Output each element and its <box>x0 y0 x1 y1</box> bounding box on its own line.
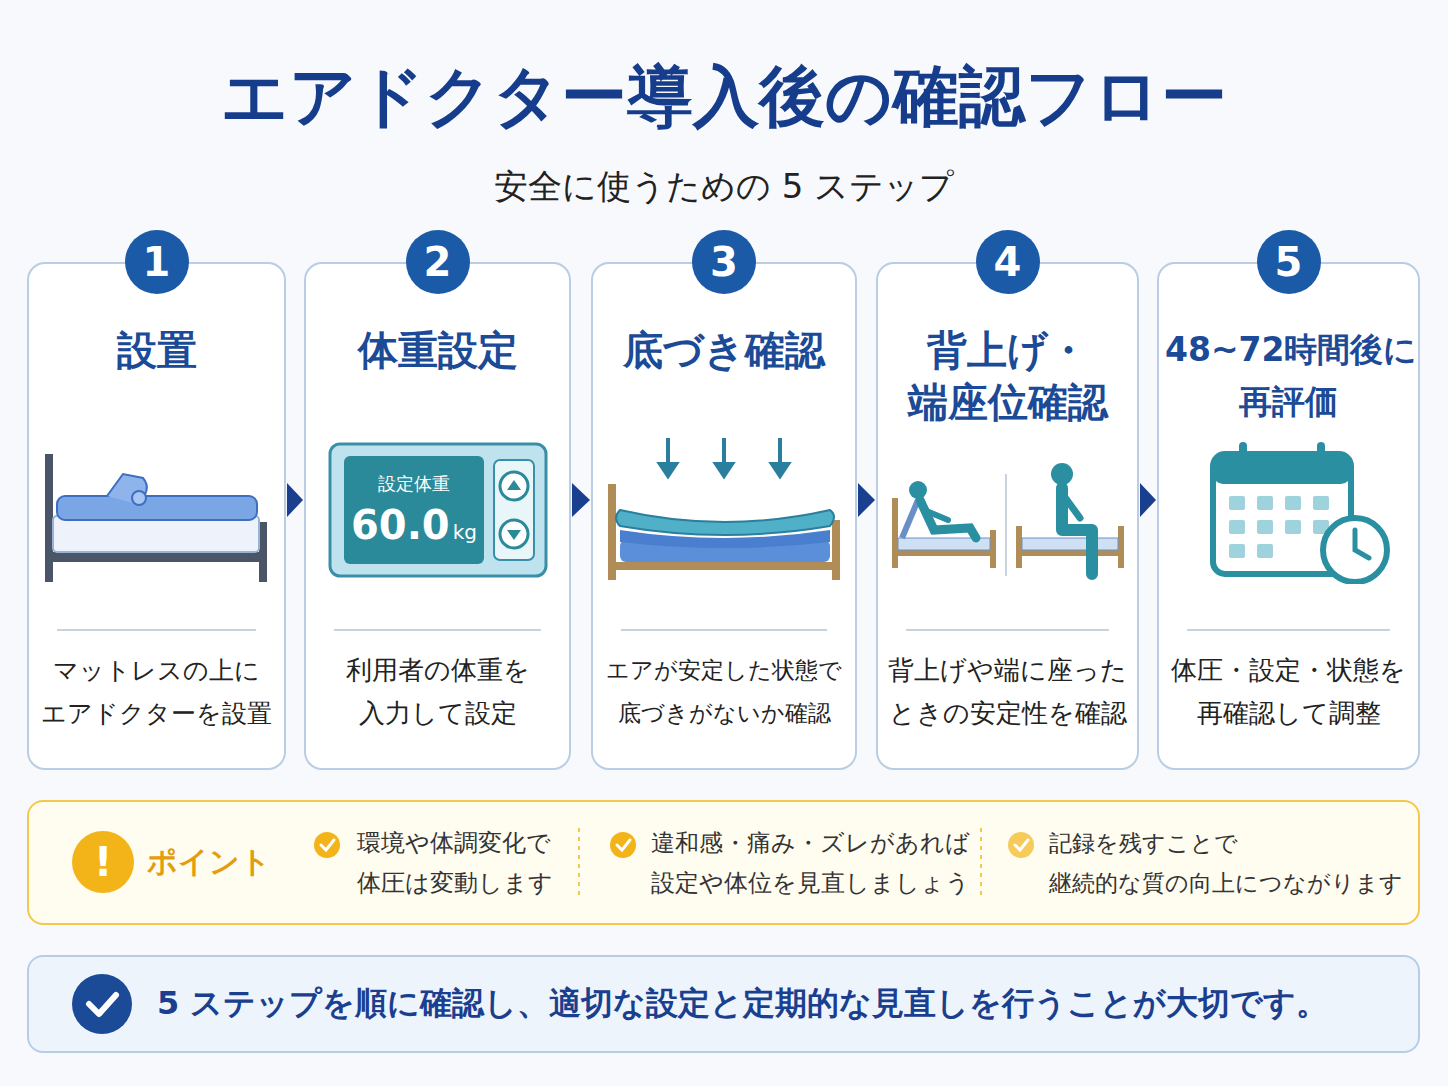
step-description: 体圧・設定・状態を 再確認して調整 <box>1169 649 1408 735</box>
divider-line <box>334 629 541 631</box>
divider-line <box>57 629 256 631</box>
check-icon <box>29 957 169 1051</box>
point-text: 違和感・痛み・ズレがあれば 設定や体位を見直しましょう <box>651 823 973 903</box>
step-card: 1設置マットレスの上に エアドクターを設置 <box>27 262 286 770</box>
subtitle: 安全に使うための 5 ステップ <box>0 164 1448 210</box>
alert-mark: ! <box>72 831 134 893</box>
step-heading: 設置 <box>35 324 278 376</box>
title: エアドクター導入後の確認フロー <box>0 52 1448 142</box>
divider-line <box>621 629 827 631</box>
step-card: 3底づき確認エアが安定した状態で 底づきがないか確認 <box>591 262 857 770</box>
display-unit: kg <box>453 520 477 544</box>
step-number: 4 <box>976 230 1040 294</box>
summary-text: 5 ステップを順に確認し、適切な設定と定期的な見直しを行うことが大切です。 <box>157 957 1407 1051</box>
step-number: 1 <box>125 230 189 294</box>
display-value-row: 60.0kg <box>351 502 477 548</box>
flow-arrow <box>1140 483 1156 517</box>
step-number: 3 <box>692 230 756 294</box>
step-illustration <box>878 434 1138 588</box>
step-card: 548~72時間後に 再評価体圧・設定・状態を 再確認して調整 <box>1157 262 1420 770</box>
summary-band: 5 ステップを順に確認し、適切な設定と定期的な見直しを行うことが大切です。 <box>27 955 1420 1053</box>
divider-line <box>906 629 1109 631</box>
display-label: 設定体重 <box>378 472 450 496</box>
step-heading: 体重設定 <box>312 324 563 376</box>
arrow-head <box>572 483 590 517</box>
step-illustration <box>594 434 854 588</box>
arrow-head <box>1140 483 1156 517</box>
step-description: マットレスの上に エアドクターを設置 <box>39 649 274 735</box>
point-heading: ポイント <box>147 842 271 883</box>
step-heading: 48~72時間後に 再評価 <box>1165 324 1412 428</box>
step-number: 2 <box>406 230 470 294</box>
flow-arrow <box>572 483 590 517</box>
step-description: 背上げや端に座った ときの安定性を確認 <box>888 649 1127 735</box>
arrow-head <box>287 483 303 517</box>
point-text: 環境や体調変化で 体圧は変動します <box>357 823 571 903</box>
step-illustration <box>27 434 287 588</box>
step-description: エアが安定した状態で 底づきがないか確認 <box>603 649 845 735</box>
step-description: 利用者の体重を 入力して設定 <box>316 649 559 735</box>
point-panel: ! ポイント 環境や体調変化で 体圧は変動します違和感・痛み・ズレがあれば 設定や体… <box>27 800 1420 925</box>
step-illustration <box>1159 434 1419 588</box>
display-value: 60.0 <box>351 502 450 548</box>
step-heading: 背上げ・ 端座位確認 <box>884 324 1131 428</box>
flow-arrow <box>858 483 875 517</box>
step-number: 5 <box>1257 230 1321 294</box>
display-screen: 設定体重 60.0kg <box>344 456 484 564</box>
flow-arrow <box>287 483 303 517</box>
divider-line <box>1187 629 1390 631</box>
step-heading: 底づき確認 <box>599 324 849 376</box>
step-card: 2体重設定利用者の体重を 入力して設定設定体重60.0kg <box>304 262 571 770</box>
step-card: 4背上げ・ 端座位確認背上げや端に座った ときの安定性を確認 <box>876 262 1139 770</box>
point-text: 記録を残すことで 継続的な質の向上につながります <box>1049 823 1411 903</box>
arrow-head <box>858 483 875 517</box>
